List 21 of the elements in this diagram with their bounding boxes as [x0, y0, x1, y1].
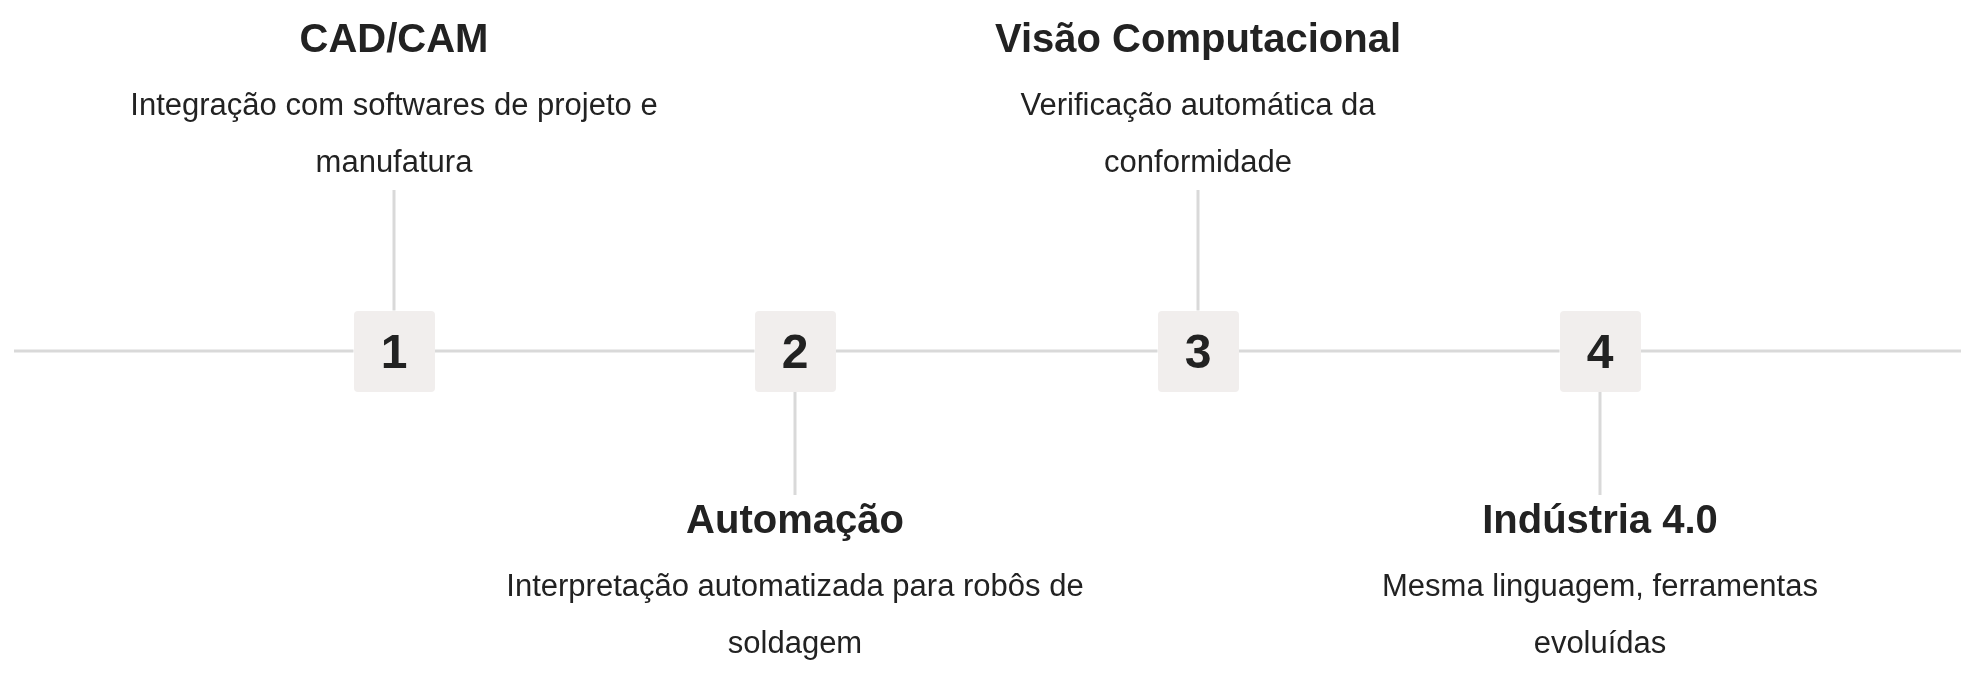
timeline-line — [434, 349, 755, 353]
step-description: Verificação automática da conformidade — [1019, 86, 1377, 181]
timeline-line — [1238, 349, 1560, 353]
step-number-box: 1 — [353, 310, 435, 392]
timeline-line — [1640, 349, 1961, 353]
step-number-box: 2 — [754, 310, 836, 392]
step-number-box: 4 — [1559, 310, 1641, 392]
step-heading: CAD/CAM — [299, 15, 489, 62]
step-heading: Automação — [686, 496, 904, 543]
step-number-box: 3 — [1157, 310, 1239, 392]
step-heading: Indústria 4.0 — [1482, 496, 1718, 543]
timeline-line — [835, 349, 1158, 353]
step-description: Integração com softwares de projeto e manufatura — [129, 86, 659, 181]
leader-line — [1196, 190, 1200, 311]
leader-line — [392, 190, 396, 311]
leader-line — [1598, 391, 1602, 495]
step-heading: Visão Computacional — [995, 15, 1401, 62]
step-description: Interpretação automatizada para robôs de soldagem — [505, 567, 1085, 662]
timeline-line — [14, 349, 354, 353]
leader-line — [793, 391, 797, 495]
step-description: Mesma linguagem, ferramentas evoluídas — [1381, 567, 1819, 662]
